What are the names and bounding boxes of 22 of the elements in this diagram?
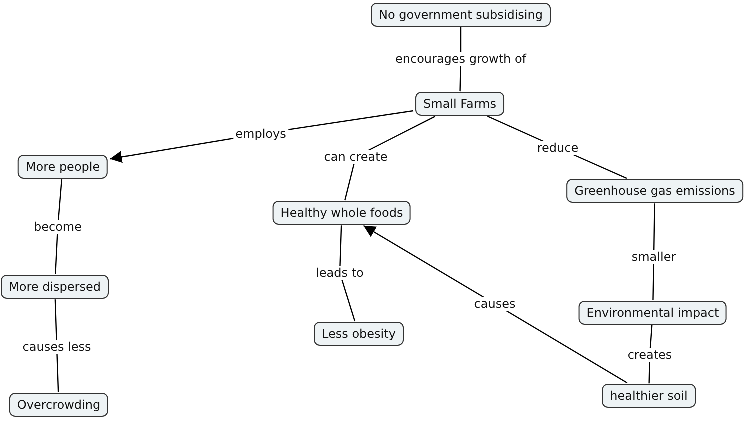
concept-box: Environmental impact xyxy=(578,301,728,325)
concept-box: Overcrowding xyxy=(9,393,109,417)
edge-label: employs xyxy=(234,127,288,141)
edge-label: become xyxy=(32,220,84,234)
connector-line xyxy=(339,226,356,322)
edge-label: can create xyxy=(322,150,390,164)
concept-box: healthier soil xyxy=(602,384,696,408)
concept-box: No government subsidising xyxy=(371,3,551,27)
edge-label: reduce xyxy=(535,141,581,155)
edge-label: smaller xyxy=(630,250,678,264)
edge-label: causes xyxy=(472,297,518,311)
concept-box: More people xyxy=(18,155,108,179)
edge-label: creates xyxy=(626,348,674,362)
edge-label: causes less xyxy=(20,340,94,354)
arrow xyxy=(363,225,628,384)
concept-box: Healthy whole foods xyxy=(272,201,412,225)
edge-label: encourages growth of xyxy=(393,52,529,66)
edge-label: leads to xyxy=(314,266,366,280)
concept-box: Small Farms xyxy=(416,92,504,116)
concept-box: More dispersed xyxy=(1,275,109,299)
concept-box: Greenhouse gas emissions xyxy=(566,179,744,203)
concept-box: Less obesity xyxy=(314,322,404,346)
